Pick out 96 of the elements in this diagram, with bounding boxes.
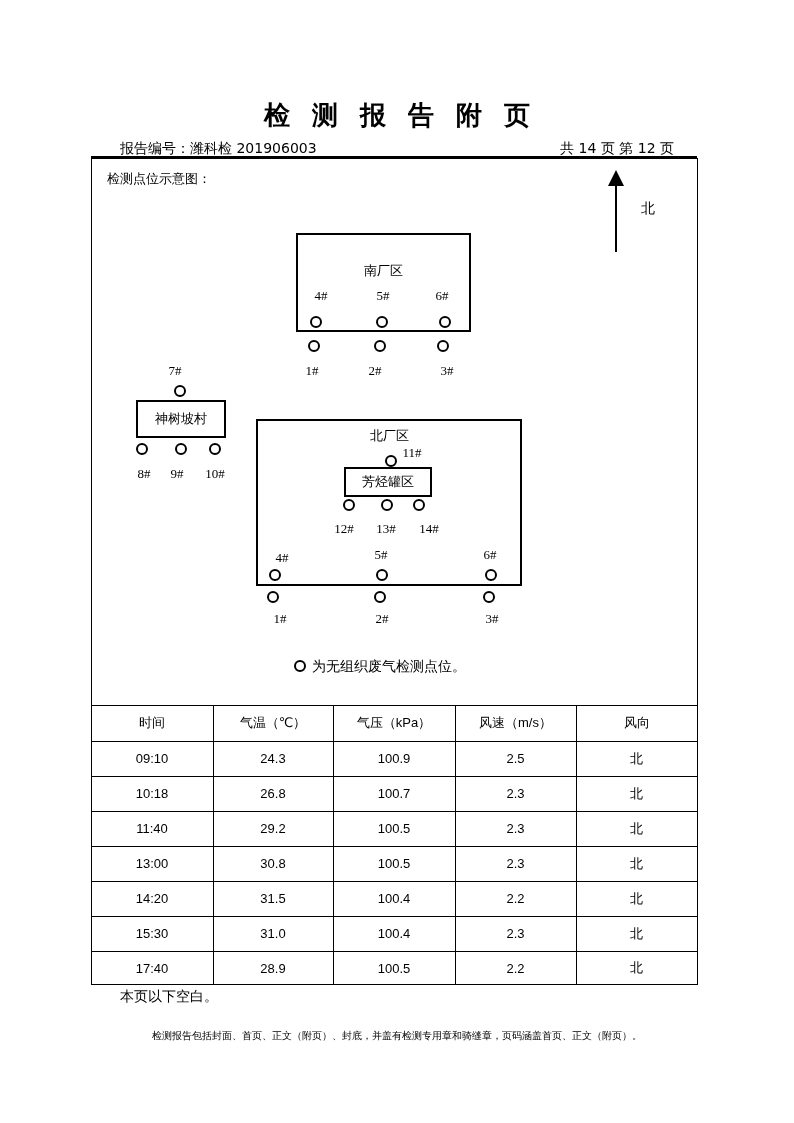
table-cell-text: 100.7 (376, 785, 412, 803)
sampling-point-marker (267, 591, 279, 603)
sampling-point-marker (376, 569, 388, 581)
table-cell-text: 100.4 (376, 925, 412, 943)
point-number: 3# (439, 364, 455, 377)
point-number: 6# (434, 289, 450, 302)
column-header: 风向 (622, 714, 651, 732)
table-cell-text: 北 (629, 784, 644, 803)
point-number: 1# (272, 612, 288, 625)
point-number: 2# (374, 612, 390, 625)
table-cell-text: 09:10 (134, 750, 170, 768)
table-cell-text: 14:20 (134, 890, 170, 908)
area-box (136, 400, 226, 438)
table-cell-text: 100.5 (376, 820, 412, 838)
sampling-point-marker (374, 340, 386, 352)
table-cell-text: 28.9 (259, 959, 287, 978)
point-number: 14# (418, 522, 440, 535)
title: 检测报告附页 (262, 102, 553, 128)
table-cell-text: 100.9 (376, 750, 412, 768)
sampling-point-marker (269, 569, 281, 581)
sampling-point-marker (209, 443, 221, 455)
point-number: 6# (482, 548, 498, 561)
area-box (344, 467, 432, 497)
table-cell-text: 北 (629, 959, 644, 977)
point-number: 10# (204, 467, 226, 480)
sampling-point-marker (376, 316, 388, 328)
area-label: 芳烃罐区 (361, 475, 415, 488)
table-cell-text: 2.3 (505, 855, 526, 873)
table-cell-text: 15:30 (134, 925, 170, 943)
table-cell-text: 2.2 (505, 959, 526, 978)
sampling-point-marker (308, 340, 320, 352)
table-cell-text: 2.3 (505, 785, 526, 803)
table-cell-text: 100.5 (376, 959, 412, 978)
table-cell-text: 2.5 (505, 750, 526, 768)
table-cell-text: 2.3 (505, 925, 526, 943)
point-number: 5# (375, 289, 391, 302)
area-label: 南厂区 (363, 264, 404, 277)
table-cell-text: 北 (629, 819, 644, 838)
point-number: 8# (136, 467, 152, 480)
table-cell-text: 13:00 (134, 855, 170, 873)
table-cell-text: 北 (629, 889, 644, 908)
column-header: 气压（kPa） (355, 714, 433, 732)
north-label: 北 (641, 201, 655, 215)
table-cell-text: 2.3 (505, 820, 526, 838)
sampling-point-marker (175, 443, 187, 455)
point-number: 1# (304, 364, 320, 377)
table-cell-text: 11:40 (135, 820, 169, 838)
area-label: 北厂区 (368, 429, 410, 442)
sampling-point-marker (439, 316, 451, 328)
sampling-point-marker (343, 499, 355, 511)
point-number: 12# (333, 522, 355, 535)
table-cell-text: 北 (629, 854, 644, 873)
table-cell-text: 29.2 (259, 820, 287, 838)
table-cell-text: 北 (629, 749, 644, 768)
point-number: 13# (375, 522, 397, 535)
point-number: 9# (169, 467, 185, 480)
sampling-point-marker (437, 340, 449, 352)
point-number: 3# (484, 612, 500, 625)
point-number: 2# (367, 364, 383, 377)
column-header: 风速（m/s） (478, 714, 553, 732)
table-cell-text: 100.4 (376, 890, 412, 908)
point-number: 4# (313, 289, 329, 302)
table-cell-text: 31.0 (259, 925, 287, 943)
sampling-point-marker (310, 316, 322, 328)
sampling-point-marker (485, 569, 497, 581)
table-cell-text: 北 (629, 924, 644, 943)
blank-note: 本页以下空白。 (120, 989, 218, 1003)
point-number: 4# (274, 551, 290, 564)
sampling-point-marker (136, 443, 148, 455)
point-number: 5# (373, 548, 389, 561)
page-count: 共 14 页 第 12 页 (560, 141, 674, 155)
sampling-point-marker (381, 499, 393, 511)
sampling-point-marker (174, 385, 186, 397)
figure-caption: 检测点位示意图： (107, 172, 211, 185)
sampling-point-marker (374, 591, 386, 603)
table-cell-text: 17:40 (134, 959, 170, 978)
legend-text: 为无组织废气检测点位。 (312, 659, 466, 673)
table-cell-text: 26.8 (259, 785, 287, 803)
table-cell-text: 100.5 (376, 855, 412, 873)
point-number: 11# (401, 446, 423, 459)
column-header: 气温（℃） (238, 714, 308, 732)
column-header: 时间 (138, 714, 166, 732)
sampling-point-marker (385, 455, 397, 467)
sampling-point-marker (483, 591, 495, 603)
footer-note: 检测报告包括封面、首页、正文（附页）、封底，并盖有检测专用章和骑缝章，页码涵盖首页、正文（附页）。 (151, 1031, 643, 1041)
report-number: 报告编号：潍科检 201906003 (120, 141, 317, 155)
table-cell-text: 2.2 (505, 890, 526, 908)
table-cell-text: 31.5 (259, 890, 287, 908)
area-box (256, 419, 522, 586)
table-cell-text: 24.3 (259, 750, 287, 768)
point-number: 7# (167, 364, 183, 377)
sampling-point-marker (413, 499, 425, 511)
table-cell-text: 30.8 (259, 855, 287, 873)
table-cell-text: 10:18 (134, 785, 170, 803)
area-box (296, 233, 471, 332)
area-label: 神树坡村 (154, 412, 208, 425)
